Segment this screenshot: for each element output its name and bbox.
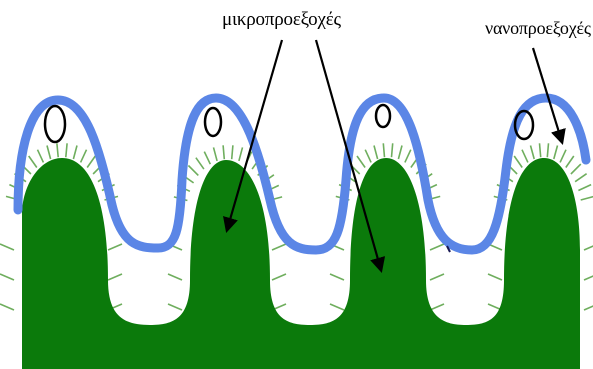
nano-hair-line <box>168 274 182 280</box>
nano-hair-line <box>430 274 444 280</box>
nano-hair-line <box>584 244 593 250</box>
nano-hair-line <box>239 147 243 161</box>
nanoprotrusion-circle-1 <box>45 106 65 142</box>
nano-hair-line <box>0 274 14 280</box>
nano-hair-line <box>554 146 558 160</box>
microprotrusions-label: μικροπροεξοχές <box>222 9 341 31</box>
nano-hair-line <box>87 156 95 168</box>
nano-hair-line <box>571 164 581 174</box>
nano-hair-line <box>223 145 224 159</box>
nano-hair-line <box>522 150 528 163</box>
nano-hair-line <box>357 156 365 168</box>
nano-hair-line <box>38 150 44 163</box>
nano-hair-line <box>531 146 535 160</box>
nano-hair-line <box>214 147 218 161</box>
nano-hair-line <box>488 274 502 280</box>
nano-hair-line <box>196 158 204 169</box>
nano-hair-line <box>398 146 402 160</box>
nano-hair-line <box>374 146 378 160</box>
nano-hair-line <box>566 156 574 168</box>
nanoprotrusion-circle-2 <box>205 108 221 136</box>
nano-hair-line <box>430 244 444 250</box>
nano-hair-line <box>330 304 344 310</box>
nano-hair-line <box>584 304 593 310</box>
nano-hair-line <box>430 304 444 310</box>
nano-hair-line <box>232 145 233 159</box>
nano-hair-line <box>383 143 384 157</box>
nano-hair-line <box>47 146 51 160</box>
nano-hair-line <box>168 304 182 310</box>
nano-hair-line <box>584 274 593 280</box>
nano-hair-line <box>108 244 122 250</box>
nano-hair-line <box>0 244 14 250</box>
nano-hair-line <box>272 274 286 280</box>
nano-hair-line <box>540 143 541 157</box>
nano-hair-line <box>204 152 210 165</box>
nano-hair-line <box>0 304 14 310</box>
nano-hair-line <box>514 156 522 168</box>
nano-hair-line <box>365 150 371 163</box>
nano-hair-line <box>392 143 393 157</box>
nano-hair-line <box>108 274 122 280</box>
nano-hair-line <box>578 185 591 191</box>
nanoprotrusions-label: νανοπροεξοχές <box>485 18 591 39</box>
nano-hair-line <box>575 174 587 182</box>
nano-hair-line <box>29 156 37 168</box>
nano-hair-line <box>560 150 566 163</box>
micro-arrow-right <box>316 40 381 270</box>
nano-hair-line <box>73 146 77 160</box>
nano-hair-line <box>330 274 344 280</box>
nano-hair-line <box>272 244 286 250</box>
nano-hair-line <box>66 143 67 157</box>
nano-hair-line <box>81 150 87 163</box>
nano-hair-line <box>547 143 548 157</box>
nano-hair-line <box>405 150 411 163</box>
nano-hair-line <box>57 143 58 157</box>
nanoprotrusion-circle-3 <box>376 105 390 127</box>
nano-hair-line <box>188 166 198 176</box>
nano-hair-line <box>581 196 593 200</box>
